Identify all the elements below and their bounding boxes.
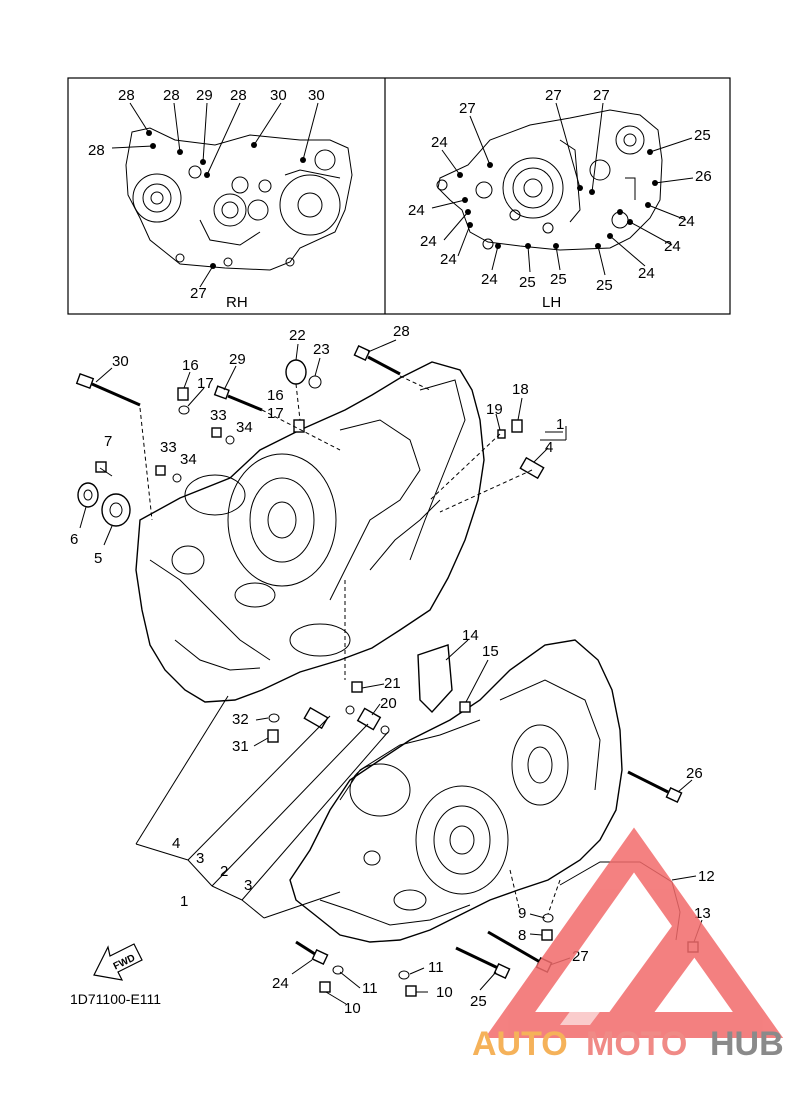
diagram-code: 1D71100-E111 xyxy=(70,991,161,1007)
callout: 15 xyxy=(482,643,499,660)
callout: 11 xyxy=(428,959,444,976)
rh-label: 28 xyxy=(88,142,105,159)
watermark-word-a: AUTO xyxy=(472,1025,568,1063)
callout: 10 xyxy=(436,984,453,1001)
rh-label: 30 xyxy=(308,87,325,104)
rh-crankcase-outline xyxy=(125,127,353,271)
callout: 1 xyxy=(180,893,188,910)
callout: 23 xyxy=(313,341,330,358)
callout: 21 xyxy=(384,675,401,692)
callout: 3 xyxy=(196,850,204,867)
lh-labels: 27 27 27 25 24 26 24 24 24 24 24 24 24 2… xyxy=(408,87,712,311)
callout: 17 xyxy=(267,405,284,422)
callout: 9 xyxy=(518,905,526,922)
callout: 2 xyxy=(220,863,228,880)
inset-panel xyxy=(67,77,731,315)
main-callouts: 30 16 17 29 22 23 28 18 19 1 4 16 17 33 … xyxy=(70,323,715,1017)
lh-label: 24 xyxy=(440,251,457,268)
fwd-arrow: FWD xyxy=(93,943,143,981)
rh-label: 30 xyxy=(270,87,287,104)
lh-label: 24 xyxy=(431,134,448,151)
callout: 20 xyxy=(380,695,397,712)
callout: 14 xyxy=(462,627,479,644)
callout: 19 xyxy=(486,401,503,418)
callout: 18 xyxy=(512,381,529,398)
watermark-logo xyxy=(484,827,784,1038)
lh-label: 24 xyxy=(481,271,498,288)
callout: 7 xyxy=(104,433,112,450)
lh-label: 25 xyxy=(596,277,613,294)
rh-leader-lines xyxy=(111,102,319,288)
lh-label: 24 xyxy=(678,213,695,230)
callout: 29 xyxy=(229,351,246,368)
lh-label: 27 xyxy=(545,87,562,104)
lh-label: 24 xyxy=(408,202,425,219)
callout: 22 xyxy=(289,327,306,344)
callout: 3 xyxy=(244,877,252,894)
callout: 1 xyxy=(556,416,564,433)
callout: 16 xyxy=(182,357,199,374)
callout: 32 xyxy=(232,711,249,728)
rh-label: 28 xyxy=(118,87,135,104)
rh-label: 28 xyxy=(163,87,180,104)
callout: 10 xyxy=(344,1000,361,1017)
lh-label: 25 xyxy=(550,271,567,288)
callout: 16 xyxy=(267,387,284,404)
callout: 34 xyxy=(180,451,197,468)
callout: 11 xyxy=(362,980,378,997)
rh-label: 27 xyxy=(190,285,207,302)
lh-label: 27 xyxy=(593,87,610,104)
lh-leader-lines xyxy=(431,102,694,276)
callout: 26 xyxy=(686,765,703,782)
watermark-text: AUTO MOTO HUB xyxy=(472,1025,784,1063)
watermark-word-b: MOTO xyxy=(586,1025,687,1063)
callout: 31 xyxy=(232,738,249,755)
callout: 33 xyxy=(160,439,177,456)
lh-label: 25 xyxy=(694,127,711,144)
rh-caption: RH xyxy=(226,294,248,311)
lh-crankcase-half xyxy=(289,639,623,943)
rh-crankcase-half xyxy=(135,361,485,703)
watermark-word-c: HUB xyxy=(710,1025,784,1063)
callout: 33 xyxy=(210,407,227,424)
lh-label: 27 xyxy=(459,100,476,117)
lh-label: 24 xyxy=(664,238,681,255)
callout: 6 xyxy=(70,531,78,548)
callout: 12 xyxy=(698,868,715,885)
lh-label: 24 xyxy=(420,233,437,250)
dashed-alignment-lines xyxy=(139,375,561,915)
callout: 13 xyxy=(694,905,711,922)
callout: 34 xyxy=(236,419,253,436)
callout: 24 xyxy=(272,975,289,992)
callout: 4 xyxy=(172,835,180,852)
rh-label: 28 xyxy=(230,87,247,104)
lh-caption: LH xyxy=(542,294,561,311)
callout: 4 xyxy=(545,439,553,456)
lh-label: 26 xyxy=(695,168,712,185)
lh-label: 25 xyxy=(519,274,536,291)
callout: 25 xyxy=(470,993,487,1010)
callout: 5 xyxy=(94,550,102,567)
callout: 8 xyxy=(518,927,526,944)
lh-label: 24 xyxy=(638,265,655,282)
callout: 17 xyxy=(197,375,214,392)
rh-labels: 28 28 29 28 30 30 28 27 RH xyxy=(88,87,325,311)
callout: 28 xyxy=(393,323,410,340)
callout: 30 xyxy=(112,353,129,370)
rh-label: 29 xyxy=(196,87,213,104)
